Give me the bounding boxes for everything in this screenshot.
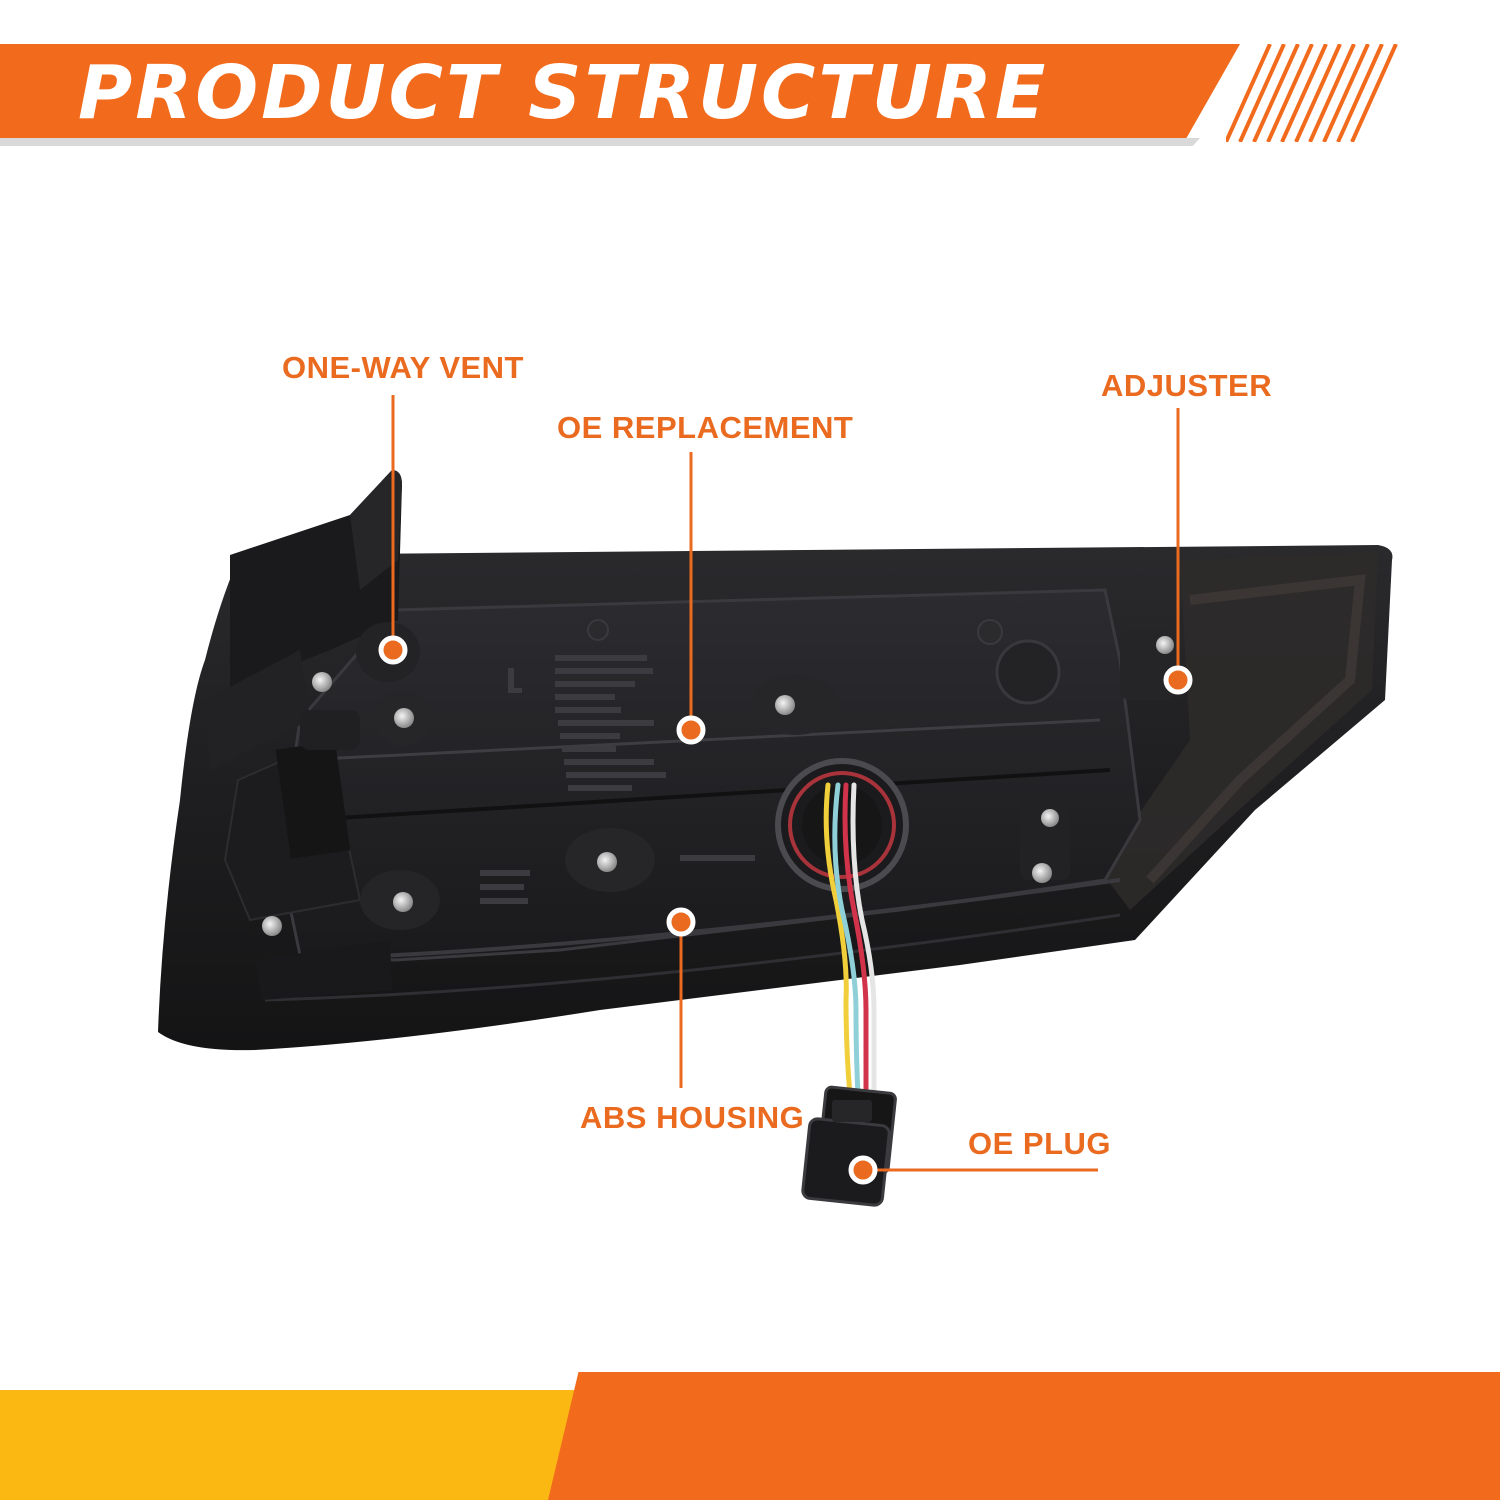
oe-plug-connector xyxy=(801,1085,897,1207)
mounting-screws xyxy=(262,636,1174,936)
callout-one-way-vent: ONE-WAY VENT xyxy=(282,350,524,385)
header-banner-shadow xyxy=(0,138,1200,146)
wiring-harness xyxy=(823,782,877,1098)
callout-abs-housing: ABS HOUSING xyxy=(580,1100,805,1135)
header-banner xyxy=(0,44,1240,142)
bulb-socket xyxy=(775,758,909,892)
footer-orange-bar xyxy=(548,1372,1500,1500)
page-title: PRODUCT STRUCTURE xyxy=(78,50,1049,136)
leader-lines xyxy=(391,395,1180,1172)
callout-markers xyxy=(378,635,1193,1185)
callout-adjuster: ADJUSTER xyxy=(1101,368,1273,403)
footer-yellow-bar xyxy=(0,1390,600,1500)
callout-oe-replacement: OE REPLACEMENT xyxy=(557,410,854,445)
decorative-stripes xyxy=(1226,44,1398,142)
callout-oe-plug: OE PLUG xyxy=(968,1126,1112,1161)
